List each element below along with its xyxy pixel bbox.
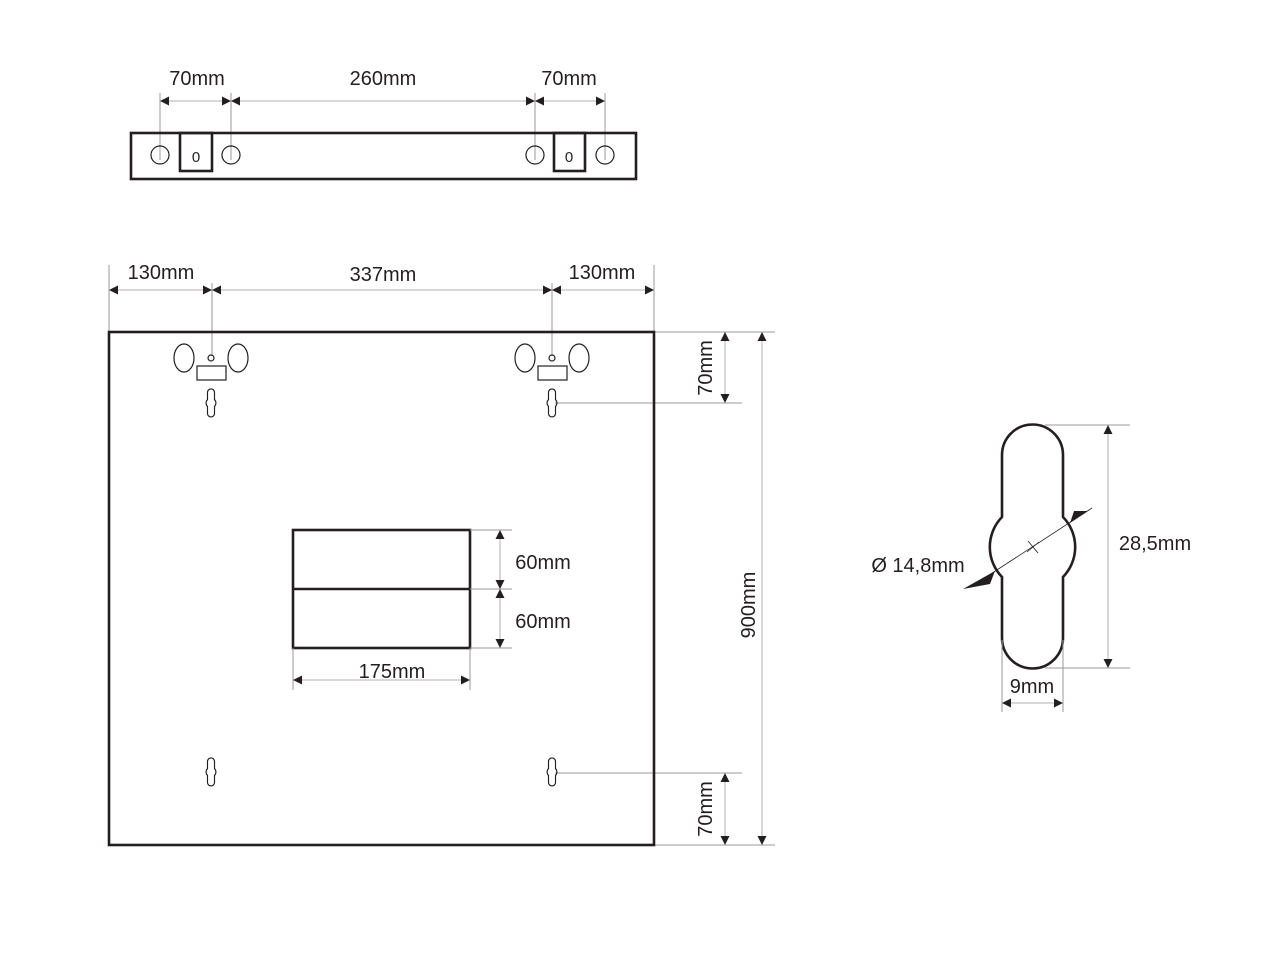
top-right-spacing-label: 70mm (541, 68, 597, 90)
center-cross-icon (1026, 540, 1040, 554)
left-offset-label: 130mm (128, 262, 195, 284)
mounting-rail (129, 131, 638, 181)
front-extension-lines (108, 265, 775, 846)
total-height-label: 900mm (738, 572, 760, 639)
panel-outline (107, 330, 656, 847)
rail-hole (150, 145, 170, 165)
keyhole-height-label: 28,5mm (1119, 533, 1191, 555)
diameter-arrows (963, 511, 1088, 589)
keyhole-width-label: 9mm (1010, 676, 1054, 698)
rail-hole (595, 145, 615, 165)
right-offset-label: 130mm (569, 262, 636, 284)
center-box (291, 528, 472, 650)
center-spacing-label: 337mm (350, 264, 417, 286)
keyhole-bottom-left (205, 757, 217, 787)
keyhole-bottom-right (546, 757, 558, 787)
keyhole-diameter-label: Ø 14,8mm (871, 555, 964, 577)
box-width-label: 175mm (359, 661, 426, 683)
top-left-spacing-label: 70mm (169, 68, 225, 90)
hanger-bracket-right (514, 343, 590, 381)
bottom-hole-offset-label: 70mm (695, 781, 717, 837)
rail-hole (221, 145, 241, 165)
slot-mark: 0 (565, 149, 573, 166)
top-hole-offset-label: 70mm (695, 340, 717, 396)
box-lower-height-label: 60mm (515, 611, 571, 633)
keyhole-detail: 28,5mm 9mm Ø 14,8mm (871, 423, 1191, 712)
rail-bracket (178, 131, 214, 173)
top-center-spacing-label: 260mm (350, 68, 417, 90)
rail-hole (525, 145, 545, 165)
keyhole-top-left (205, 388, 217, 418)
hanger-bracket-left (173, 343, 249, 381)
top-view: 70mm 260mm 70mm 0 0 (129, 68, 638, 181)
slot-mark: 0 (192, 149, 200, 166)
box-upper-height-label: 60mm (515, 552, 571, 574)
top-extension-lines (159, 93, 606, 160)
front-view: 130mm 337mm 130mm 900mm 70mm 70mm (107, 262, 775, 847)
rail-bracket (552, 131, 587, 173)
